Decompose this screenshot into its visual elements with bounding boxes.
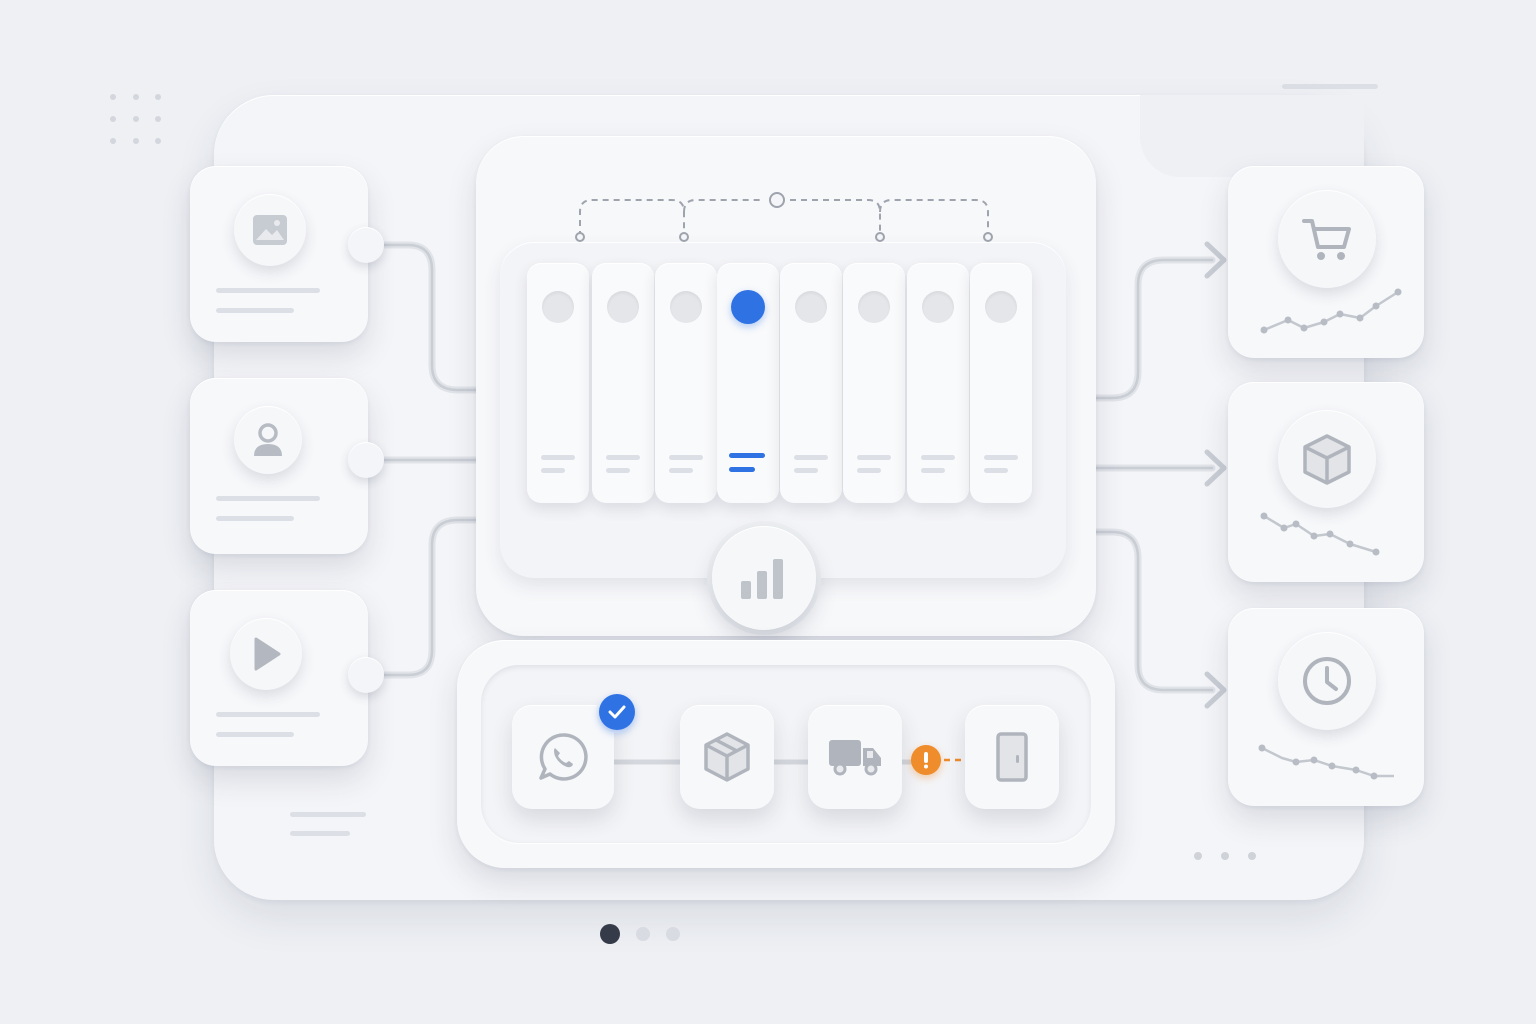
input-port-user[interactable]	[348, 442, 384, 478]
bar-chart-icon	[741, 559, 783, 599]
hub-bracket	[575, 192, 993, 242]
pipeline-step-delivery[interactable]	[965, 705, 1059, 809]
trend-down-sparkline-1	[1260, 512, 1380, 556]
hub-column-2[interactable]	[592, 263, 654, 503]
input-port-video[interactable]	[348, 657, 384, 693]
pipeline-step-shipping[interactable]	[808, 705, 902, 809]
pager-dot-1-active[interactable]	[600, 924, 620, 944]
door-icon	[996, 732, 1028, 782]
whatsapp-icon	[539, 733, 588, 781]
base-plate-notch	[1140, 95, 1364, 177]
output-card-box[interactable]	[1228, 382, 1424, 582]
input-card-user[interactable]	[190, 378, 368, 554]
clock-icon	[1278, 632, 1376, 730]
pipeline-step-message[interactable]	[512, 705, 614, 809]
input-card-image[interactable]	[190, 166, 368, 342]
box-icon	[1278, 410, 1376, 508]
hub-column-3[interactable]	[655, 263, 717, 503]
trend-up-sparkline	[1260, 288, 1402, 334]
hub-column-8[interactable]	[970, 263, 1032, 503]
dot-grid-decoration	[110, 94, 161, 144]
hub-column-7[interactable]	[907, 263, 969, 503]
pager	[600, 924, 680, 944]
pipeline-step-package[interactable]	[680, 705, 774, 809]
exclamation-icon	[924, 752, 928, 769]
pager-dot-3[interactable]	[666, 927, 680, 941]
output-card-clock[interactable]	[1228, 608, 1424, 806]
image-icon	[234, 194, 306, 266]
active-indicator	[731, 290, 765, 324]
trend-down-sparkline-2	[1258, 744, 1394, 780]
cart-icon	[1278, 190, 1376, 288]
truck-icon	[829, 740, 881, 776]
user-icon	[234, 406, 302, 474]
warning-badge	[911, 745, 941, 775]
hub-column-5[interactable]	[780, 263, 842, 503]
input-port-image[interactable]	[348, 227, 384, 263]
output-card-cart[interactable]	[1228, 166, 1424, 358]
input-card-video[interactable]	[190, 590, 368, 766]
hub-analytics-button[interactable]	[712, 526, 816, 630]
dots-decoration-bottom-right	[1194, 852, 1256, 860]
hub-column-6[interactable]	[843, 263, 905, 503]
check-icon	[608, 705, 626, 719]
lines-decoration-bottom-left	[290, 812, 370, 842]
hub-column-4-active[interactable]	[717, 263, 779, 503]
pager-dot-2[interactable]	[636, 927, 650, 941]
check-badge	[599, 694, 635, 730]
package-icon	[704, 732, 750, 782]
hub-column-1[interactable]	[527, 263, 589, 503]
play-icon	[230, 618, 302, 690]
